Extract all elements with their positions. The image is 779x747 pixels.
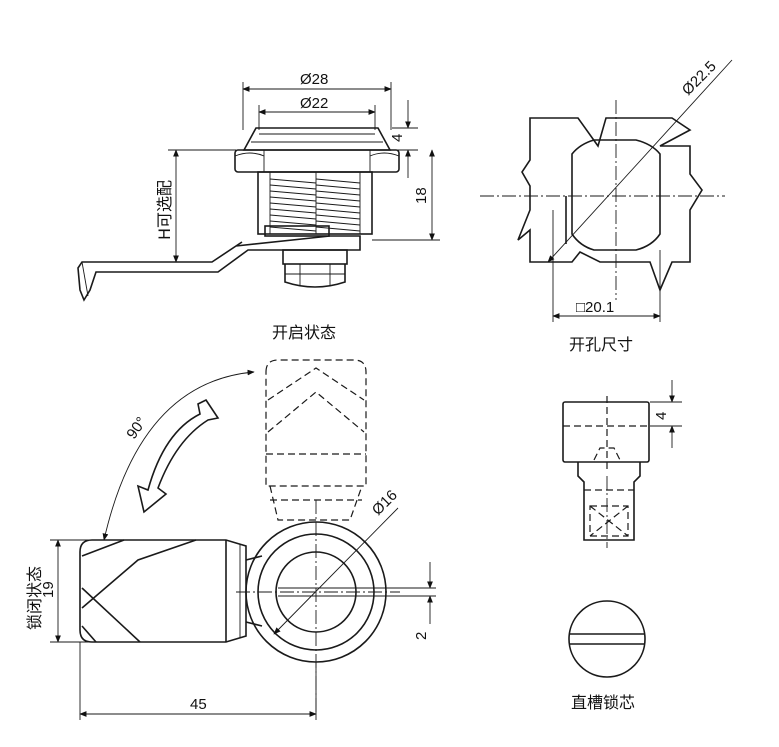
dim-cam-length: 45: [190, 696, 207, 713]
closed-state-cam: [79, 539, 263, 643]
dim-inner-dia: Ø22: [300, 95, 328, 112]
dim-slot-width: 2: [413, 632, 430, 640]
label-open-state: 开启状态: [272, 323, 336, 342]
dim-rotation-angle: 90°: [123, 414, 150, 442]
dim-flange-thickness: 4: [389, 134, 406, 142]
label-slot-core: 直槽锁芯: [571, 693, 635, 712]
cutout-view: Ø22.5 □20.1 开孔尺寸: [480, 58, 733, 354]
side-view: Ø28 Ø22: [77, 71, 440, 302]
slot-core-view: 直槽锁芯: [568, 600, 646, 712]
label-h-optional: H可选配: [155, 180, 174, 240]
dim-thread-length: 18: [413, 187, 430, 204]
open-state-cam: [265, 359, 367, 521]
dim-cutout-dia: Ø22.5: [679, 58, 720, 99]
dim-cam-hole-dia: Ø16: [369, 487, 401, 519]
dim-core-height: 4: [653, 412, 670, 420]
label-cutout-size: 开孔尺寸: [569, 335, 633, 354]
top-view: 开启状态 90°: [25, 323, 436, 720]
core-side-view: 4: [562, 380, 682, 548]
dim-cam-width: 19: [40, 581, 57, 598]
dim-cutout-flat: □20.1: [576, 299, 614, 316]
dim-outer-dia: Ø28: [300, 71, 328, 88]
thread-lines: [269, 178, 361, 232]
label-closed-state: 锁闭状态: [25, 566, 44, 630]
